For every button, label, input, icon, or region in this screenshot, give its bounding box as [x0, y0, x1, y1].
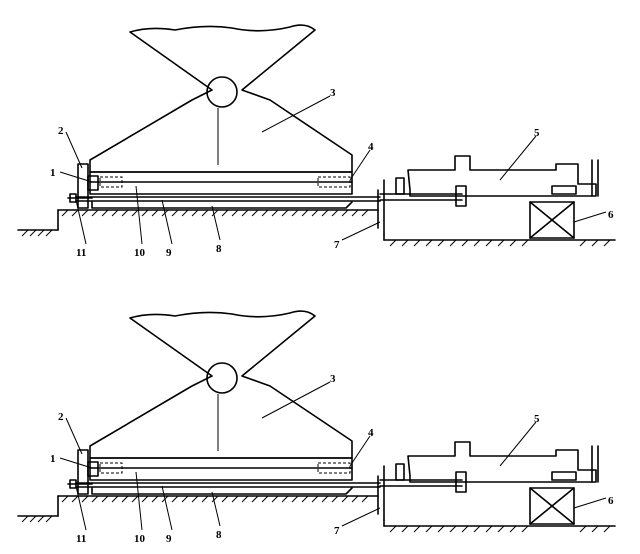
label-1: 1 — [50, 167, 56, 179]
label-5: 5 — [534, 127, 540, 139]
label-7: 7 — [334, 525, 340, 537]
label-4: 4 — [368, 141, 374, 153]
label-9: 9 — [166, 533, 172, 545]
label-9: 9 — [166, 247, 172, 259]
figure-lower: 1 2 3 4 5 6 7 8 9 10 11 — [17, 310, 616, 545]
label-10: 10 — [134, 533, 146, 545]
label-7: 7 — [334, 239, 340, 251]
label-5: 5 — [534, 413, 540, 425]
label-6: 6 — [608, 495, 614, 507]
label-3: 3 — [330, 373, 336, 385]
label-8: 8 — [216, 243, 222, 255]
label-2: 2 — [58, 125, 64, 137]
label-6: 6 — [608, 209, 614, 221]
label-2: 2 — [58, 411, 64, 423]
label-10: 10 — [134, 247, 146, 259]
label-8: 8 — [216, 529, 222, 541]
label-4: 4 — [368, 427, 374, 439]
label-11: 11 — [76, 247, 86, 259]
label-11: 11 — [76, 533, 86, 545]
label-1: 1 — [50, 453, 56, 465]
label-3: 3 — [330, 87, 336, 99]
figure-upper: 1 2 3 4 5 6 7 8 9 10 11 — [17, 24, 616, 259]
